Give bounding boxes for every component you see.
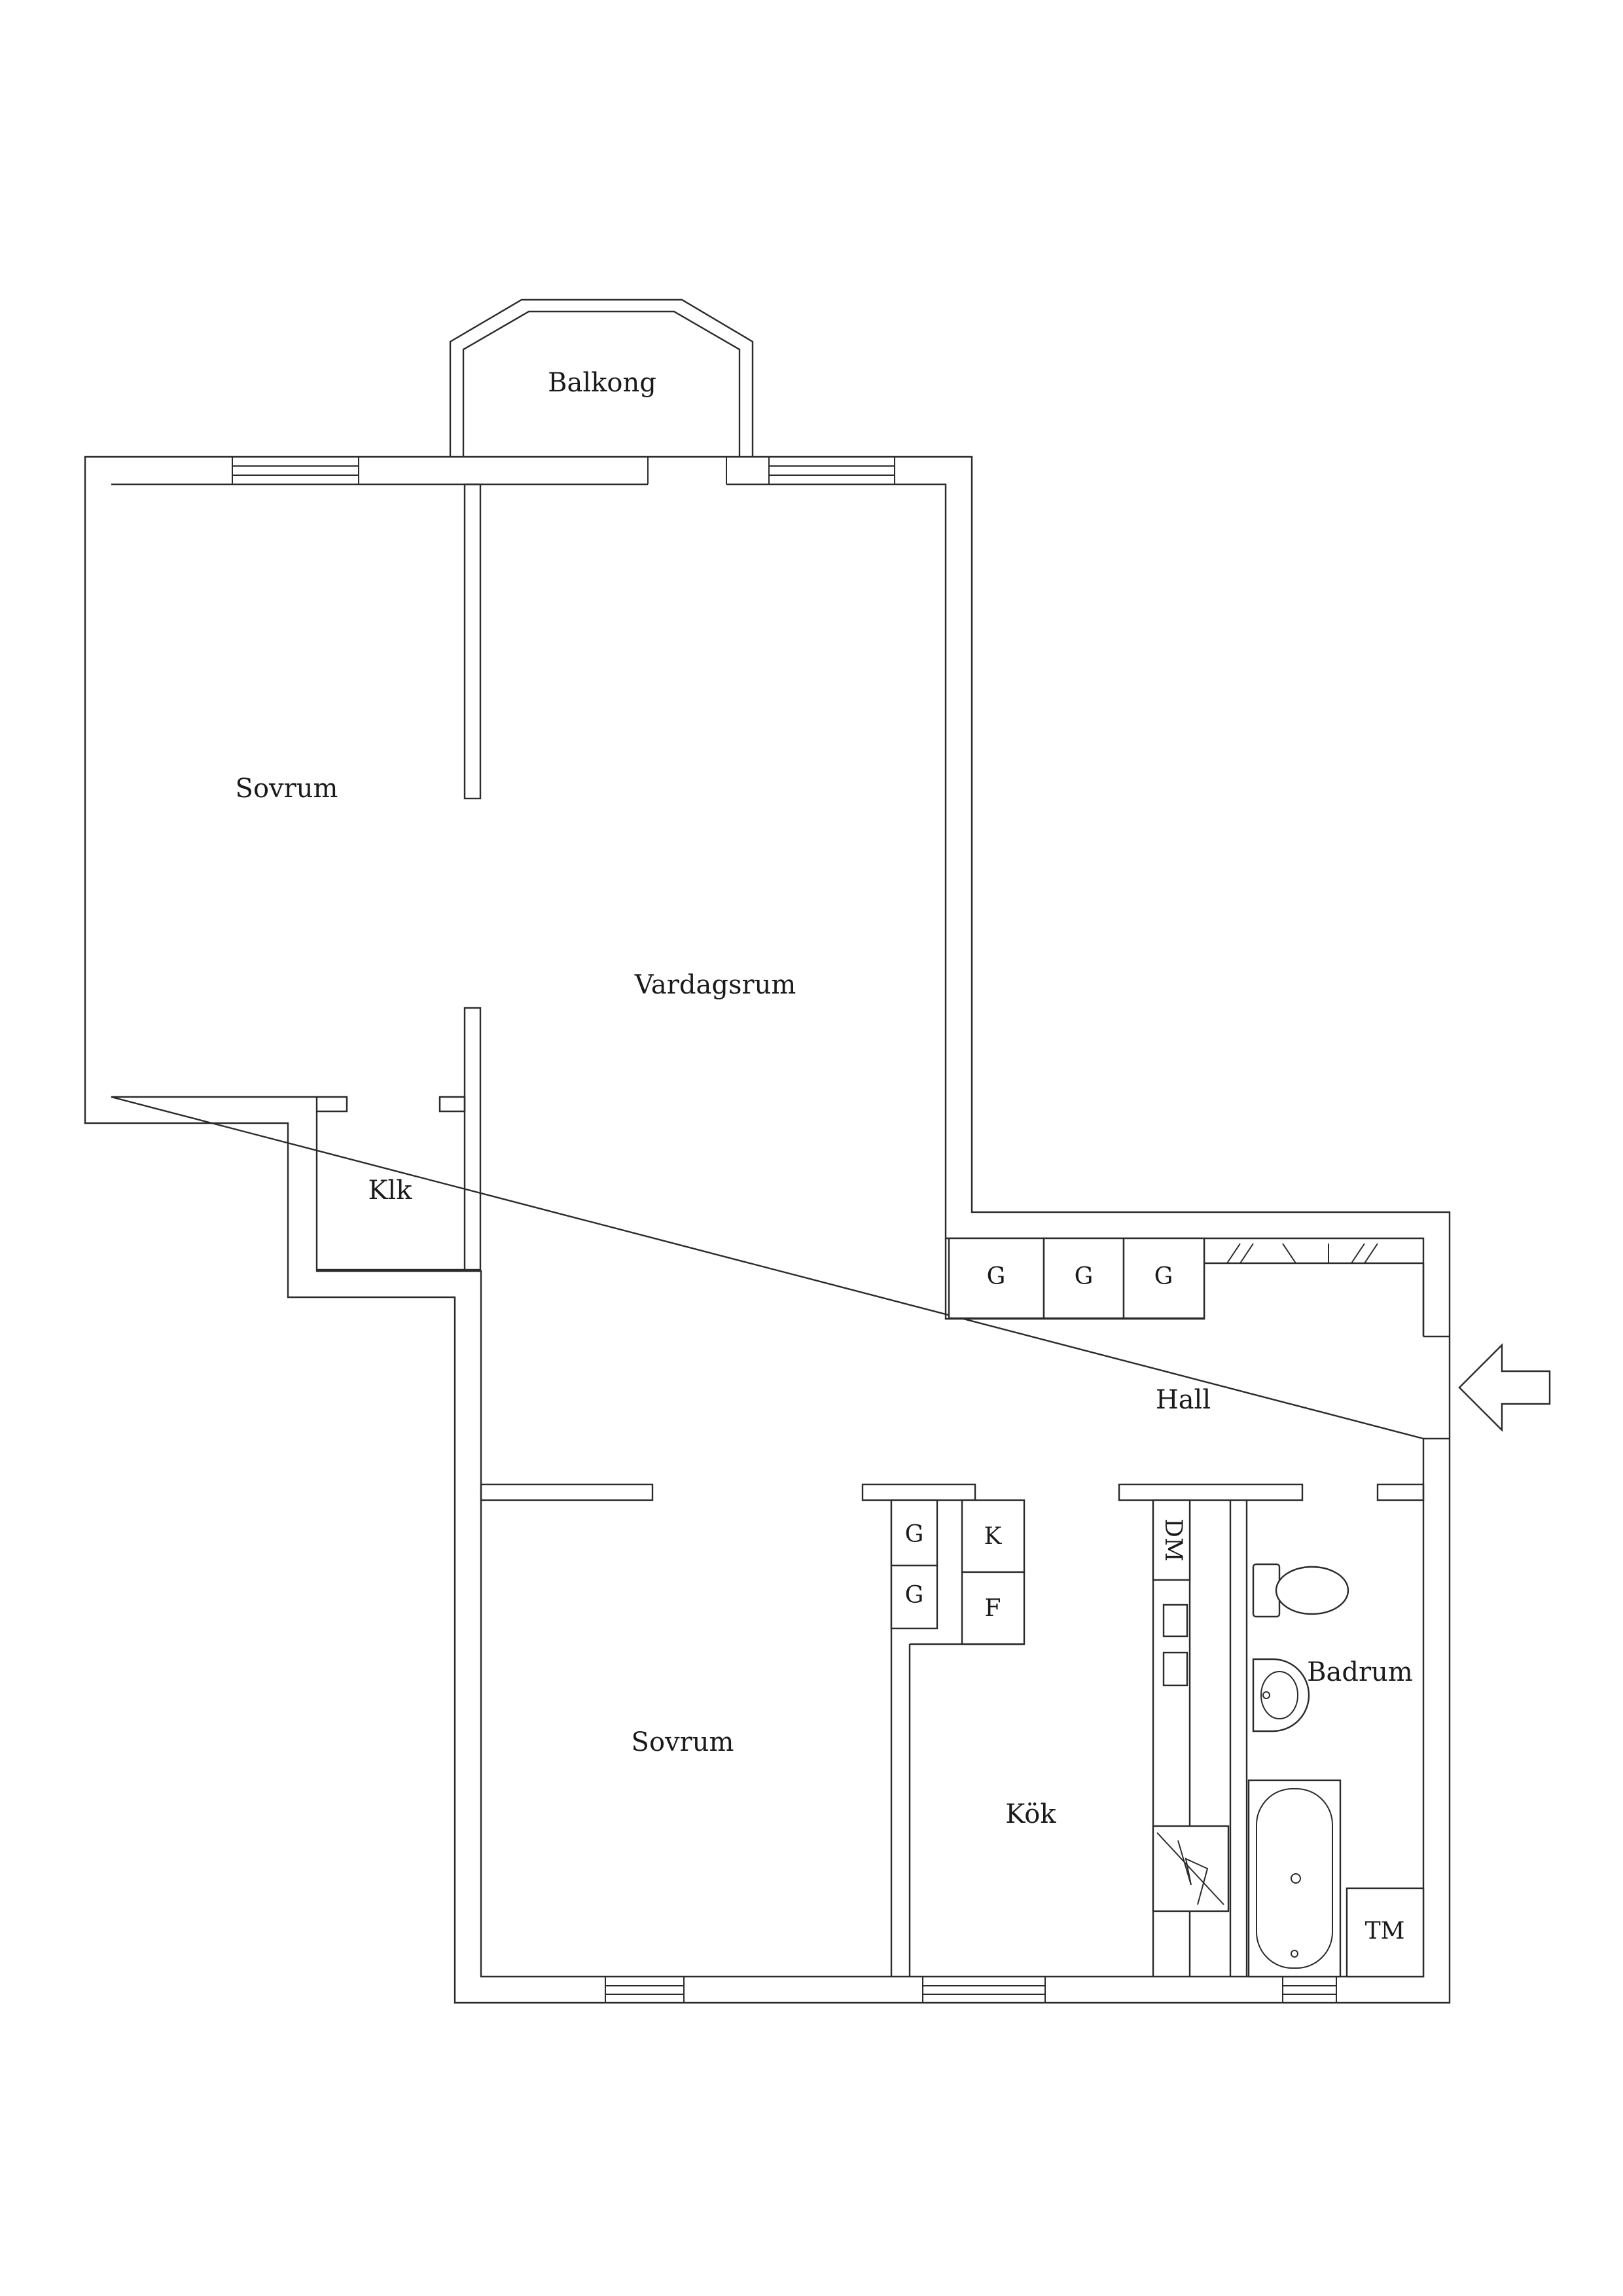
unit-label-g-3: G: [1154, 1263, 1173, 1290]
fridge: [961, 1499, 1026, 1573]
window-bedroom-1: [232, 457, 359, 484]
wardrobe-g-3: [1122, 1237, 1205, 1319]
interior-walls: [317, 483, 1425, 1977]
stove-icon: [1152, 1825, 1230, 1912]
counter-cabinet-1: [1162, 1604, 1188, 1638]
bathtub-icon: [1247, 1779, 1342, 1978]
windows: [232, 457, 1337, 2003]
washing-machine: [1346, 1887, 1425, 1978]
room-label-kok: Kök: [1005, 1799, 1056, 1829]
dishwasher: [1152, 1499, 1191, 1581]
balcony: [449, 298, 754, 457]
wardrobe-g-4: [890, 1499, 938, 1567]
unit-label-g-2: G: [1075, 1263, 1094, 1290]
unit-label-tm: TM: [1365, 1918, 1405, 1945]
window-kitchen: [922, 1977, 1046, 2003]
room-label-klk: Klk: [368, 1175, 413, 1206]
unit-label-g-5: G: [905, 1582, 924, 1609]
room-label-badrum: Badrum: [1307, 1657, 1413, 1687]
wardrobe-g-1: [948, 1237, 1045, 1319]
unit-label-dm: DM: [1160, 1518, 1186, 1562]
sink-icon: [1252, 1658, 1310, 1732]
room-label-sovrum-2: Sovrum: [632, 1727, 734, 1757]
kitchen-storage: [890, 1499, 1026, 1645]
room-label-balkong: Balkong: [548, 368, 656, 398]
toilet-icon: [1252, 1563, 1349, 1618]
room-label-hall: Hall: [1156, 1385, 1211, 1415]
window-bedroom-2: [605, 1977, 685, 2003]
counter-cabinet-2: [1162, 1651, 1188, 1687]
room-label-sovrum-1: Sovrum: [236, 774, 338, 804]
unit-label-k: K: [984, 1523, 1003, 1550]
bathroom-fixtures: [1247, 1563, 1425, 1978]
wardrobe-g-5: [890, 1564, 938, 1630]
freezer: [961, 1571, 1026, 1645]
unit-label-g-1: G: [987, 1263, 1006, 1290]
entrance-arrow-icon: [1458, 1343, 1551, 1432]
unit-label-f: F: [985, 1595, 1001, 1622]
unit-label-g-4: G: [905, 1521, 924, 1548]
outer-wall: [84, 456, 1451, 2004]
window-living-room: [768, 457, 895, 484]
hall-wardrobes: [948, 1237, 1205, 1319]
wardrobe-g-2: [1043, 1237, 1125, 1319]
window-bathroom: [1282, 1977, 1337, 2003]
kitchen-counter: [1152, 1499, 1230, 1977]
room-label-vardagsrum: Vardagsrum: [634, 970, 796, 1000]
